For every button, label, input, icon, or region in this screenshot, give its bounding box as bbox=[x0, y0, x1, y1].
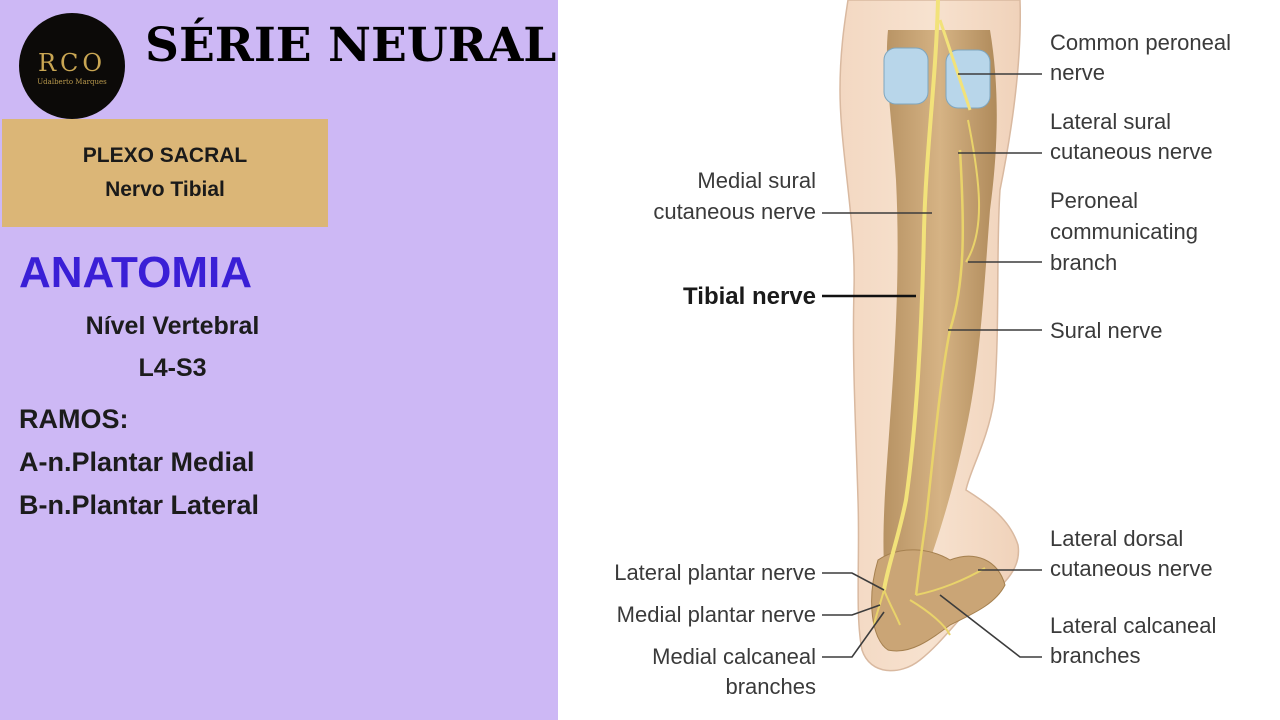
label-medial-calcaneal-1: Medial calcaneal bbox=[652, 644, 816, 669]
label-lateral-dorsal-1: Lateral dorsal bbox=[1050, 526, 1183, 551]
logo-subtitle: Udalberto Marques bbox=[37, 77, 107, 86]
leg-nerve-diagram: Common peroneal nerve Lateral sural cuta… bbox=[558, 0, 1280, 720]
label-common-peroneal-1: Common peroneal bbox=[1050, 30, 1231, 55]
label-tibial: Tibial nerve bbox=[683, 283, 816, 310]
label-lateral-calcaneal-1: Lateral calcaneal bbox=[1050, 613, 1216, 638]
branches-title: RAMOS: bbox=[19, 404, 129, 434]
label-peroneal-comm-2: communicating bbox=[1050, 219, 1198, 244]
series-title: SÉRIE NEURAL bbox=[145, 18, 557, 73]
leg-illustration: Common peroneal nerve Lateral sural cuta… bbox=[614, 0, 1231, 699]
label-lateral-calcaneal-2: branches bbox=[1050, 643, 1141, 668]
peroneal-communicating-nerve bbox=[965, 119, 981, 263]
leader-medial-plantar bbox=[822, 604, 881, 616]
label-lateral-sural-2: cutaneous nerve bbox=[1050, 139, 1213, 164]
label-medial-sural-1: Medial sural bbox=[697, 168, 816, 193]
label-medial-calcaneal-2: branches bbox=[725, 674, 816, 699]
branch-a: A-n.Plantar Medial bbox=[19, 447, 255, 477]
label-medial-plantar: Medial plantar nerve bbox=[617, 602, 816, 627]
tag-nerve: Nervo Tibial bbox=[105, 178, 225, 201]
vertebral-level-label: Nível Vertebral bbox=[85, 312, 260, 340]
section-heading: ANATOMIA bbox=[19, 248, 253, 297]
common-peroneal-nerve bbox=[938, 19, 972, 111]
left-panel: RCO Udalberto Marques SÉRIE NEURAL PLEXO… bbox=[0, 0, 558, 720]
tibial-nerve bbox=[882, 0, 940, 591]
label-lateral-dorsal-2: cutaneous nerve bbox=[1050, 556, 1213, 581]
rco-logo: RCO Udalberto Marques bbox=[19, 13, 125, 119]
sural-nerve bbox=[914, 149, 965, 596]
topic-tag: PLEXO SACRAL Nervo Tibial bbox=[2, 119, 328, 227]
label-sural: Sural nerve bbox=[1050, 318, 1163, 343]
leader-lateral-calcaneal bbox=[939, 594, 1042, 658]
label-peroneal-comm-3: branch bbox=[1050, 250, 1117, 275]
knee-pad-left bbox=[883, 47, 929, 105]
label-common-peroneal-2: nerve bbox=[1050, 60, 1105, 85]
label-lateral-plantar: Lateral plantar nerve bbox=[614, 560, 816, 585]
vertebral-level-value: L4-S3 bbox=[138, 354, 207, 382]
tag-plexus: PLEXO SACRAL bbox=[82, 144, 248, 167]
label-medial-sural-2: cutaneous nerve bbox=[653, 199, 816, 224]
leader-lateral-plantar bbox=[822, 572, 885, 591]
logo-monogram: RCO bbox=[37, 48, 107, 77]
branch-b: B-n.Plantar Lateral bbox=[19, 490, 260, 520]
leader-medial-calcaneal bbox=[822, 611, 885, 658]
label-peroneal-comm-1: Peroneal bbox=[1050, 188, 1138, 213]
plantar-branches bbox=[873, 567, 986, 636]
label-lateral-sural-1: Lateral sural bbox=[1050, 109, 1171, 134]
